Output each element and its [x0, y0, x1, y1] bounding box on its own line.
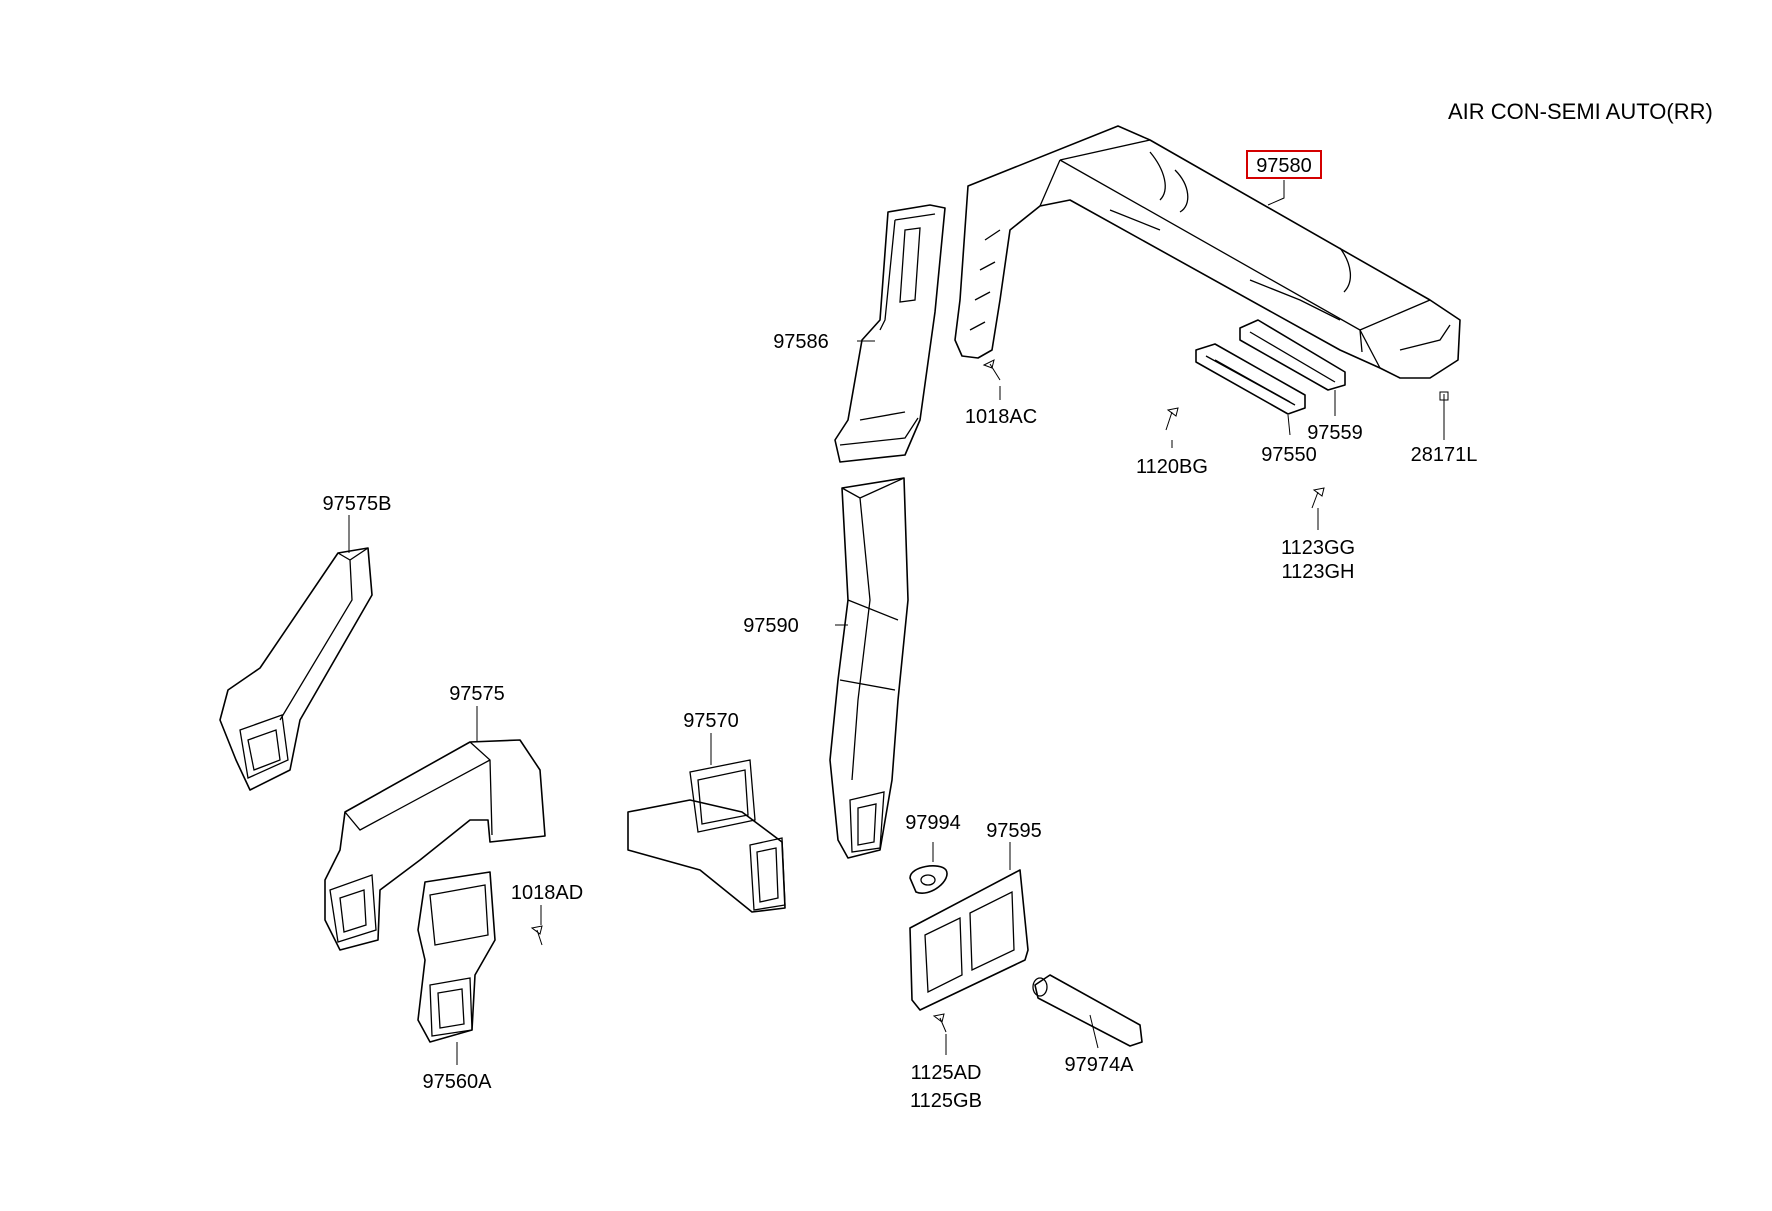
part-97550-grille[interactable] — [1195, 343, 1306, 415]
callout-97575B[interactable]: 97575B — [323, 493, 392, 515]
screw-28171L-icon — [1439, 391, 1449, 424]
callout-97580[interactable]: 97580 — [1256, 155, 1312, 177]
callout-97974A[interactable]: 97974A — [1065, 1054, 1135, 1076]
part-97974A-hose[interactable] — [1032, 974, 1143, 1047]
part-97580-duct[interactable] — [954, 125, 1461, 379]
callout-1123GG[interactable]: 1123GG — [1281, 537, 1355, 559]
callout-97586[interactable]: 97586 — [773, 331, 829, 353]
callout-28171L[interactable]: 28171L — [1411, 444, 1478, 466]
callout-97590[interactable]: 97590 — [743, 615, 799, 637]
part-97590-duct[interactable] — [829, 477, 909, 859]
callout-97575[interactable]: 97575 — [449, 683, 505, 705]
screw-1120BG-icon — [1165, 407, 1179, 431]
callout-1125AD[interactable]: 1125AD — [911, 1062, 982, 1084]
screw-1018AD-icon — [530, 925, 543, 946]
callout-97570[interactable]: 97570 — [683, 710, 739, 732]
screw-1123GG-icon — [1311, 487, 1325, 509]
callout-1125GB[interactable]: 1125GB — [910, 1090, 982, 1112]
callout-97560A[interactable]: 97560A — [423, 1071, 493, 1093]
part-97575B-duct[interactable] — [219, 547, 373, 791]
leader-lines — [348, 180, 1445, 1065]
part-97586-riser[interactable] — [834, 204, 946, 463]
screw-1125AD-icon — [932, 1013, 947, 1033]
callout-1018AD[interactable]: 1018AD — [511, 882, 583, 904]
diagram-title: AIR CON-SEMI AUTO(RR) — [1448, 99, 1713, 124]
part-97575-duct[interactable] — [324, 739, 546, 951]
part-97994-grommet[interactable] — [909, 865, 948, 894]
callout-97559[interactable]: 97559 — [1307, 422, 1363, 444]
part-97570-duct[interactable] — [627, 759, 786, 913]
callout-97994[interactable]: 97994 — [905, 812, 961, 834]
part-97559-grille[interactable] — [1239, 319, 1346, 391]
callout-97550[interactable]: 97550 — [1261, 444, 1317, 466]
callout-1123GH[interactable]: 1123GH — [1281, 561, 1354, 583]
part-97595-gasket[interactable] — [909, 869, 1029, 1011]
callout-1018AC[interactable]: 1018AC — [965, 406, 1037, 428]
part-97560A-duct[interactable] — [417, 871, 496, 1043]
callout-97595[interactable]: 97595 — [986, 820, 1042, 842]
highlight-box-97580 — [1246, 150, 1322, 179]
screw-1018AC-icon — [982, 359, 1001, 381]
callout-1120BG[interactable]: 1120BG — [1136, 456, 1208, 478]
